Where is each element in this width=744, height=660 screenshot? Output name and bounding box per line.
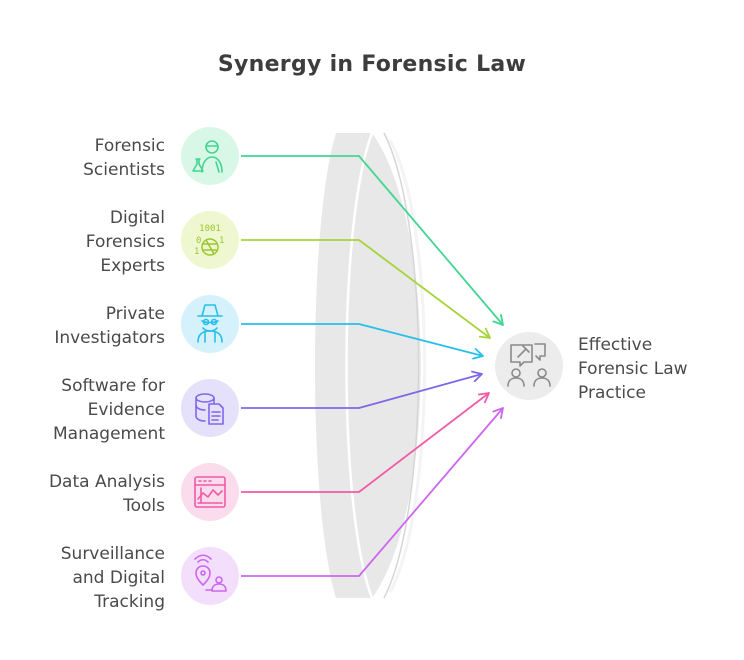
- detective-icon: [197, 304, 223, 343]
- connectors: [241, 155, 504, 577]
- connector-private-investigators: [241, 323, 484, 357]
- input-label-private-investigators: Private Investigators: [54, 304, 165, 348]
- location-tracking-icon: [194, 554, 227, 592]
- analytics-dashboard-icon: [194, 476, 226, 508]
- svg-text:1: 1: [219, 236, 224, 246]
- arrowhead-private-investigators: [472, 348, 484, 360]
- input-label-digital-forensics-experts: Digital Forensics Experts: [85, 208, 165, 276]
- input-label-surveillance-tracking: Surveillance and Digital Tracking: [60, 544, 165, 612]
- binary-code-icon: 1001 0 1 1: [194, 224, 224, 257]
- input-circle-software-evidence-management: [181, 379, 239, 437]
- lens-shape: [315, 132, 426, 599]
- outcome-label: Effective Forensic Law Practice: [578, 335, 688, 403]
- connector-digital-forensics-experts: [241, 239, 491, 339]
- input-circles: [181, 127, 239, 605]
- svg-text:1001: 1001: [199, 224, 221, 234]
- svg-text:1: 1: [194, 247, 199, 257]
- connector-forensic-scientists: [241, 155, 504, 326]
- database-document-icon: [195, 393, 224, 425]
- svg-text:0: 0: [196, 236, 201, 246]
- scientist-icon: [192, 140, 223, 173]
- connector-surveillance-tracking: [241, 407, 504, 577]
- gavel-people-icon: [507, 343, 551, 387]
- diagram-title: Synergy in Forensic Law: [217, 52, 527, 77]
- connector-software-evidence-management: [241, 373, 483, 409]
- connector-data-analysis-tools: [241, 392, 490, 493]
- input-circle-data-analysis-tools: [181, 463, 239, 521]
- outcome-circle: [495, 332, 563, 400]
- input-label-software-evidence-management: Software for Evidence Management: [53, 376, 165, 444]
- arrowhead-forensic-scientists: [492, 314, 504, 326]
- arrowhead-digital-forensics-experts: [478, 327, 491, 339]
- input-circle-private-investigators: [181, 295, 239, 353]
- input-label-forensic-scientists: Forensic Scientists: [83, 136, 165, 180]
- arrowhead-data-analysis-tools: [477, 392, 490, 404]
- arrowhead-software-evidence-management: [471, 370, 483, 383]
- input-circle-digital-forensics-experts: [181, 211, 239, 269]
- arrowhead-surveillance-tracking: [492, 407, 504, 419]
- input-circle-forensic-scientists: [181, 127, 239, 185]
- input-label-data-analysis-tools: Data Analysis Tools: [48, 472, 165, 516]
